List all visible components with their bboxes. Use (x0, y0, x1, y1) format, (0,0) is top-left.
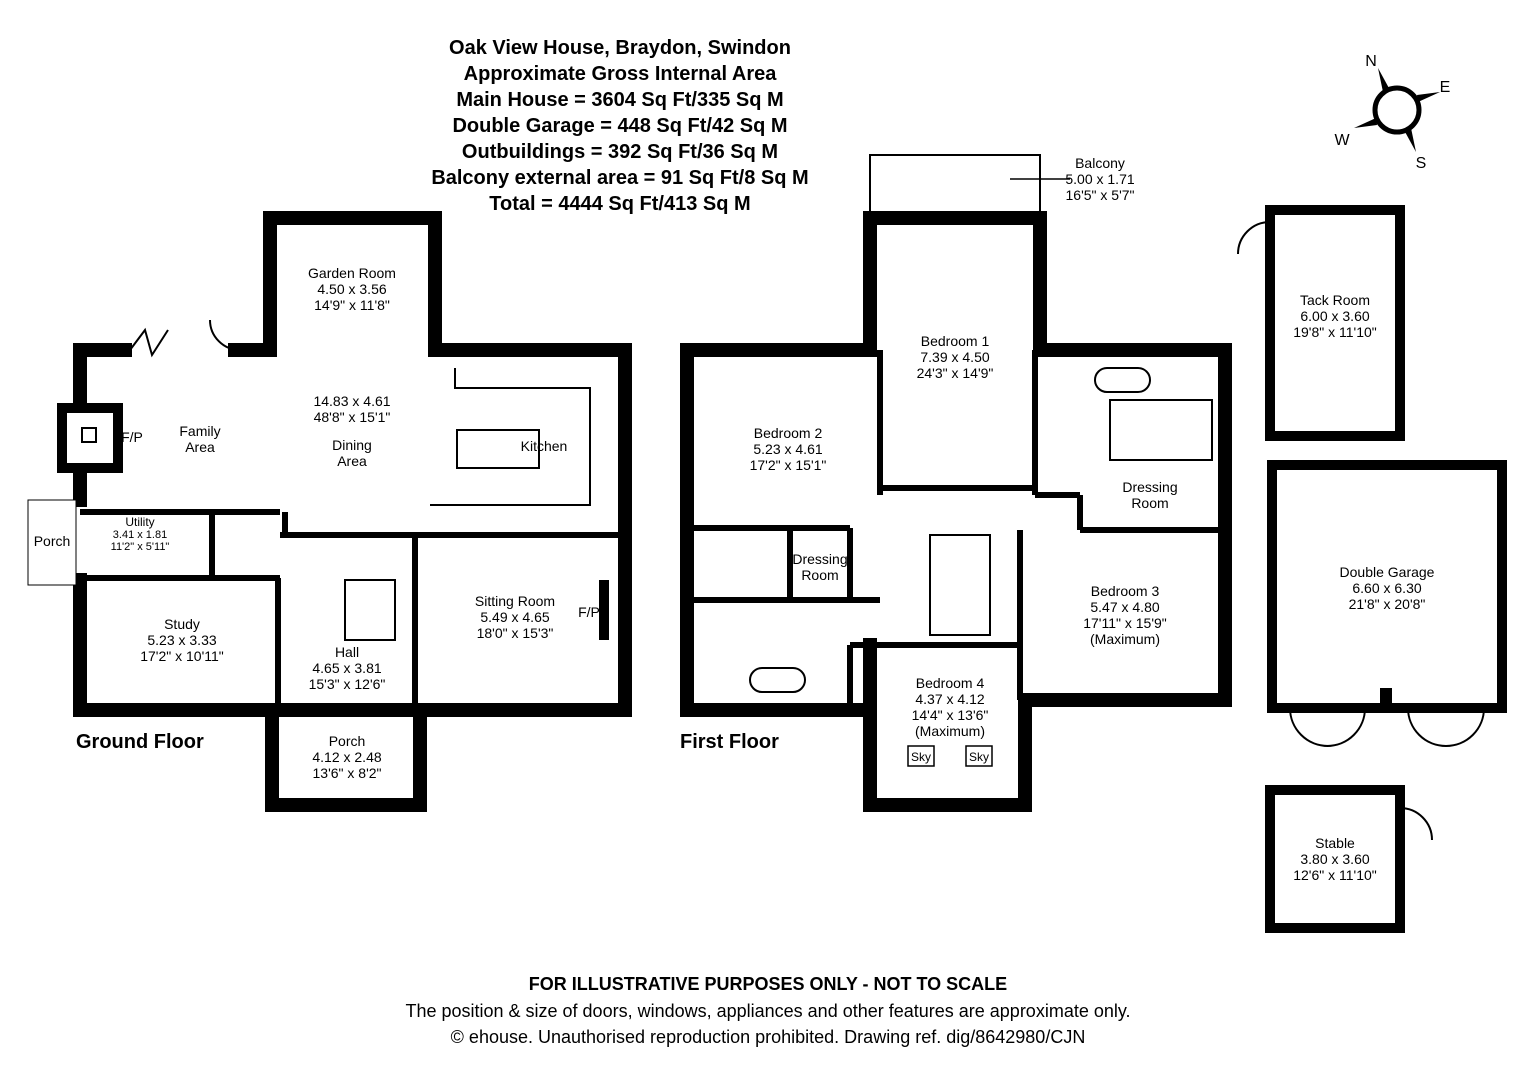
compass-w: W (1334, 132, 1350, 149)
garden-room-metric: 4.50 x 3.56 (317, 281, 386, 297)
main-house-area: Main House = 3604 Sq Ft/335 Sq M (456, 89, 783, 111)
bedroom3-imperial: 17'11" x 15'9" (1083, 615, 1167, 631)
ground-floor-walls (27, 211, 632, 812)
hall-name: Hall (335, 644, 359, 660)
sitting-imperial: 18'0" x 15'3" (477, 625, 554, 641)
ground-floor-label: Ground Floor (76, 731, 204, 753)
hall-metric: 4.65 x 3.81 (312, 660, 381, 676)
copyright-text: © ehouse. Unauthorised reproduction proh… (451, 1027, 1086, 1047)
area-subtitle: Approximate Gross Internal Area (464, 63, 778, 85)
bedroom2-name: Bedroom 2 (754, 425, 823, 441)
bedroom4-metric: 4.37 x 4.12 (915, 691, 984, 707)
sitting-name: Sitting Room (475, 593, 555, 609)
kitchen-name: Kitchen (521, 438, 568, 454)
garage-name: Double Garage (1340, 564, 1435, 580)
balcony-area: Balcony external area = 91 Sq Ft/8 Sq M (431, 167, 808, 189)
garden-room-imperial: 14'9" x 11'8" (314, 297, 390, 313)
total-area: Total = 4444 Sq Ft/413 Sq M (489, 193, 750, 215)
porch-metric: 4.12 x 2.48 (312, 749, 381, 765)
study-metric: 5.23 x 3.33 (147, 632, 216, 648)
garden-room-name: Garden Room (308, 265, 396, 281)
dressing2-name2: Room (1131, 495, 1168, 511)
compass-s: S (1416, 155, 1427, 172)
bedroom3-metric: 5.47 x 4.80 (1090, 599, 1159, 615)
utility-metric: 3.41 x 1.81 (113, 529, 167, 541)
first-floor-label: First Floor (680, 731, 779, 753)
ground-floor-labels: Garden Room 4.50 x 3.56 14'9" x 11'8" 14… (34, 265, 600, 781)
tack-room-imperial: 19'8" x 11'10" (1293, 324, 1377, 340)
dining-metric: 14.83 x 4.61 (313, 393, 390, 409)
stable-imperial: 12'6" x 11'10" (1293, 867, 1377, 883)
utility-imperial: 11'2" x 5'11" (111, 541, 170, 553)
bedroom4-extra: (Maximum) (915, 723, 985, 739)
dining-name2: Area (337, 453, 367, 469)
sitting-metric: 5.49 x 4.65 (480, 609, 549, 625)
dressing1-name1: Dressing (792, 551, 847, 567)
bedroom4-name: Bedroom 4 (916, 675, 985, 691)
bedroom3-extra: (Maximum) (1090, 631, 1160, 647)
first-floor-walls (680, 154, 1232, 812)
compass-e: E (1440, 79, 1451, 96)
outbuildings-area: Outbuildings = 392 Sq Ft/36 Sq M (462, 141, 778, 163)
bedroom3-name: Bedroom 3 (1091, 583, 1160, 599)
dining-name1: Dining (332, 437, 372, 453)
fp-family: F/P (121, 429, 143, 445)
study-name: Study (164, 616, 200, 632)
family-name1: Family (179, 423, 220, 439)
balcony-metric: 5.00 x 1.71 (1065, 171, 1134, 187)
garage-imperial: 21'8" x 20'8" (1349, 596, 1426, 612)
first-floor-labels: Balcony 5.00 x 1.71 16'5" x 5'7" Bedroom… (680, 155, 1178, 764)
stable-name: Stable (1315, 835, 1355, 851)
dressing2-name1: Dressing (1122, 479, 1177, 495)
disclaimer-heading: FOR ILLUSTRATIVE PURPOSES ONLY - NOT TO … (529, 974, 1007, 994)
tack-room-name: Tack Room (1300, 292, 1370, 308)
garage-area: Double Garage = 448 Sq Ft/42 Sq M (452, 115, 787, 137)
balcony-name: Balcony (1075, 155, 1125, 171)
footer: FOR ILLUSTRATIVE PURPOSES ONLY - NOT TO … (405, 974, 1130, 1047)
study-imperial: 17'2" x 10'11" (140, 648, 224, 664)
porch-imperial: 13'6" x 8'2" (313, 765, 382, 781)
compass-icon: N E S W (1334, 53, 1450, 172)
outbuildings: Tack Room 6.00 x 3.60 19'8" x 11'10" Dou… (1237, 205, 1507, 933)
bedroom2-imperial: 17'2" x 15'1" (750, 457, 827, 473)
porch-name: Porch (329, 733, 366, 749)
skylight-2: Sky (969, 750, 989, 764)
bedroom2-metric: 5.23 x 4.61 (753, 441, 822, 457)
stable-metric: 3.80 x 3.60 (1300, 851, 1369, 867)
fp-sitting: F/P (578, 604, 600, 620)
header: Oak View House, Braydon, Swindon Approxi… (431, 37, 808, 215)
bedroom4-imperial: 14'4" x 13'6" (912, 707, 989, 723)
bedroom1-metric: 7.39 x 4.50 (920, 349, 989, 365)
bedroom1-name: Bedroom 1 (921, 333, 990, 349)
hall-imperial: 15'3" x 12'6" (309, 676, 386, 692)
family-name2: Area (185, 439, 215, 455)
skylight-1: Sky (911, 750, 931, 764)
porch-side-name: Porch (34, 533, 71, 549)
dressing1-name2: Room (801, 567, 838, 583)
balcony-imperial: 16'5" x 5'7" (1066, 187, 1135, 203)
property-title: Oak View House, Braydon, Swindon (449, 37, 791, 59)
tack-room-metric: 6.00 x 3.60 (1300, 308, 1369, 324)
disclaimer-text: The position & size of doors, windows, a… (405, 1001, 1130, 1021)
dining-imperial: 48'8" x 15'1" (314, 409, 391, 425)
utility-name: Utility (125, 515, 154, 529)
bedroom1-imperial: 24'3" x 14'9" (917, 365, 994, 381)
compass-n: N (1365, 53, 1377, 70)
garage-metric: 6.60 x 6.30 (1352, 580, 1421, 596)
